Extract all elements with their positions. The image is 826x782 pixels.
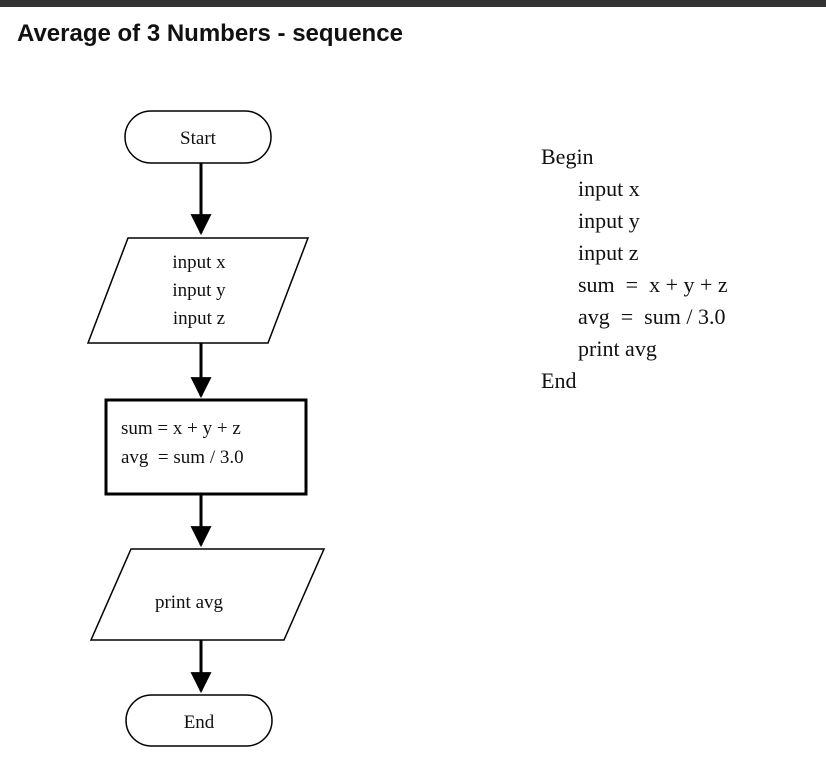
process-box — [104, 398, 308, 496]
output-parallelogram — [89, 548, 326, 641]
pseudocode-line: sum = x + y + z — [578, 272, 728, 297]
pseudocode-line: avg = sum / 3.0 — [578, 304, 726, 329]
pseudocode-line: input y — [578, 208, 640, 233]
pseudocode-begin: Begin — [541, 144, 594, 169]
pseudocode-line: input z — [578, 240, 639, 265]
process-line-1: sum = x + y + z — [121, 418, 241, 439]
page-title: Average of 3 Numbers - sequence — [17, 20, 403, 47]
top-bar — [0, 0, 826, 7]
pseudocode-block: Begin input x input y input z sum = x + … — [541, 141, 728, 397]
end-label: End — [184, 712, 215, 733]
input-parallelogram — [86, 237, 310, 344]
pseudocode-end: End — [541, 368, 577, 393]
start-terminator — [124, 110, 272, 164]
pseudocode-line: input x — [578, 176, 640, 201]
input-line-3: input z — [173, 308, 225, 329]
start-label: Start — [180, 128, 217, 149]
input-line-1: input x — [172, 252, 226, 273]
pseudocode-line: print avg — [578, 336, 657, 361]
end-terminator — [125, 694, 273, 747]
process-line-2: avg = sum / 3.0 — [121, 447, 244, 468]
output-label: print avg — [155, 592, 224, 613]
input-line-2: input y — [172, 280, 226, 301]
